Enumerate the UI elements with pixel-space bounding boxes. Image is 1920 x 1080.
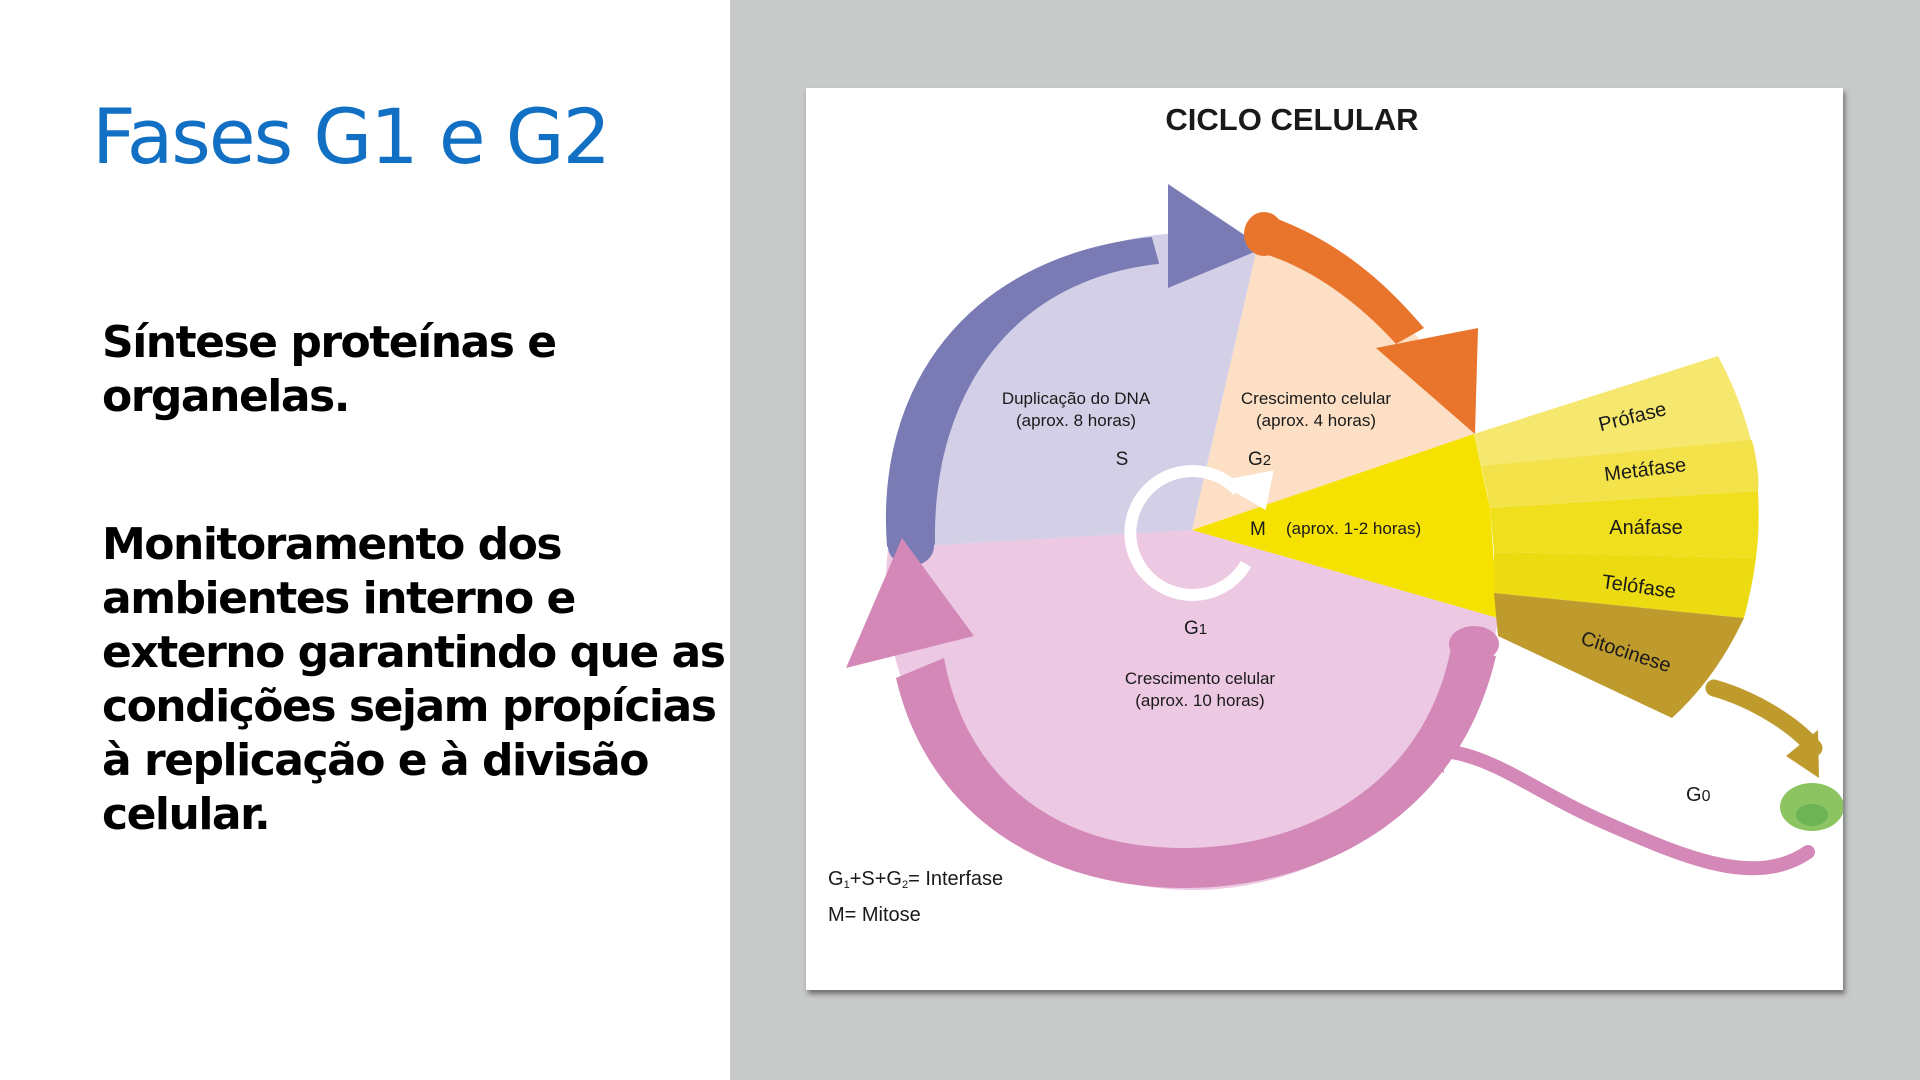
g1-phase-arrow — [846, 538, 1499, 888]
m-sector — [1192, 434, 1498, 618]
g1-label: G1 — [1184, 618, 1207, 639]
g1-sector — [885, 530, 1498, 891]
inner-cycle-arrow — [1124, 464, 1274, 601]
text-panel — [0, 0, 730, 1080]
anaphase-band — [1490, 491, 1759, 558]
paragraph-protein-synthesis: Síntese proteínas e organelas. — [102, 317, 557, 422]
s-label: S — [1116, 449, 1129, 470]
legend-interphase: G1+S+G2= Interfase — [828, 868, 1003, 891]
mitosis-fan: Prófase Metáfase Anáfase Telófase Citoci… — [1474, 356, 1759, 718]
m-label: M — [1250, 519, 1266, 540]
g2-label: G2 — [1248, 449, 1271, 470]
metaphase-band — [1482, 440, 1759, 508]
g0-branch: G0 — [1406, 679, 1843, 876]
g2-sector — [1192, 240, 1474, 530]
diagram-title: CICLO CELULAR — [1165, 102, 1418, 137]
s-sector — [887, 232, 1259, 548]
g0-cell-nucleus — [1796, 804, 1828, 826]
cytokinesis-band — [1494, 593, 1744, 718]
g0-label: G0 — [1686, 784, 1711, 806]
g2-phase-arrow — [1244, 212, 1478, 434]
legend-mitosis: M= Mitose — [828, 904, 921, 926]
stage-label-anaphase: Anáfase — [1609, 517, 1682, 539]
cell-cycle-figure: CICLO CELULAR Prófase Metáfase Anáfase T… — [806, 88, 1843, 990]
paragraph-monitoring: Monitoramento dos ambientes interno e ex… — [102, 519, 726, 840]
g1-description-line1: Crescimento celular — [1125, 669, 1276, 688]
slide-title: Fases G1 e G2 — [92, 92, 611, 181]
g2-description-line2: (aprox. 4 horas) — [1256, 411, 1376, 430]
g1-description-line2: (aprox. 10 horas) — [1135, 691, 1264, 710]
s-description-line2: (aprox. 8 horas) — [1016, 411, 1136, 430]
g2-description-line1: Crescimento celular — [1241, 389, 1392, 408]
cell-cycle-diagram: CICLO CELULAR Prófase Metáfase Anáfase T… — [828, 102, 1843, 926]
m-description: (aprox. 1-2 horas) — [1286, 519, 1421, 538]
telophase-band — [1494, 552, 1756, 618]
s-description-line1: Duplicação do DNA — [1002, 389, 1151, 408]
